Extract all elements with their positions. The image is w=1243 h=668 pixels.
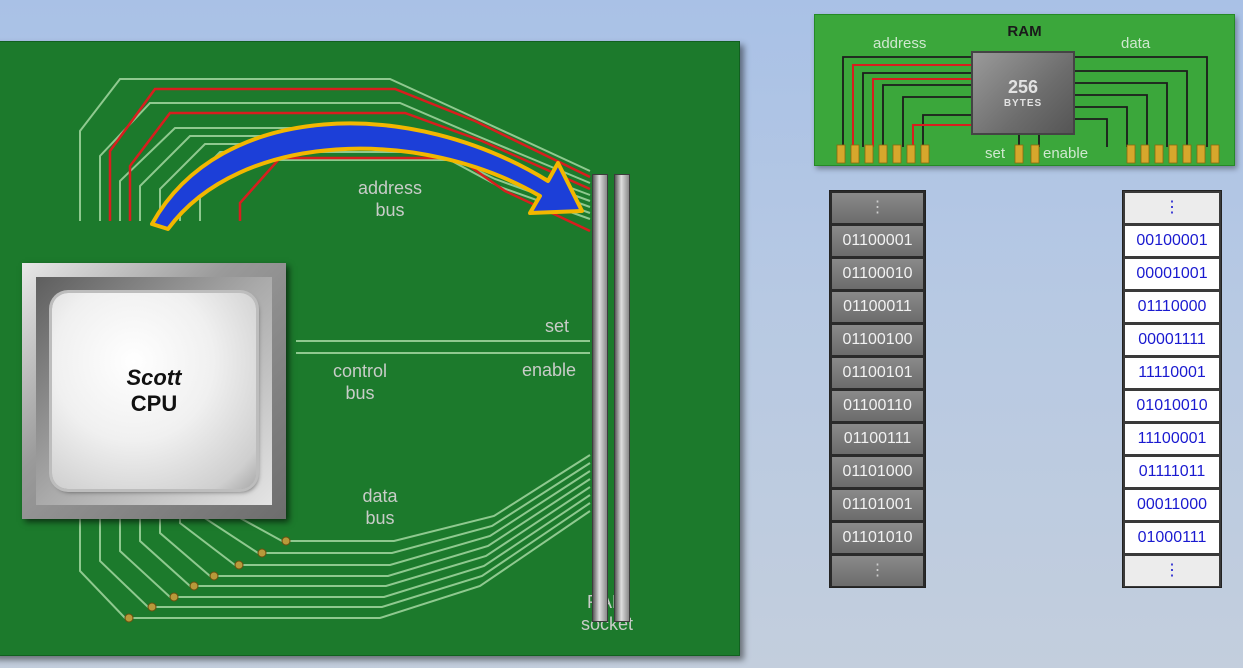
ram-title: RAM [1007,23,1042,40]
trace-pad [209,571,219,581]
trace-pad [124,613,134,623]
data-cell: 11110001 [1125,357,1219,388]
cpu-chip: Scott CPU [22,263,286,519]
address-cell: 01100111 [832,423,923,454]
data-cell: 01111011 [1125,456,1219,487]
active-address-line [238,156,591,233]
data-cell: 11100001 [1125,423,1219,454]
enable-label: enable [522,360,577,380]
data-line [139,478,591,587]
ram-data-label: data [1121,35,1151,52]
data-column: ⋮ 00100001 00001001 01110000 00001111 11… [1122,190,1222,588]
data-cell: 00100001 [1125,225,1219,256]
address-cell-ellipsis: ⋮ [832,192,923,223]
address-cell: 01101000 [832,456,923,487]
data-cell: 00001001 [1125,258,1219,289]
data-line [119,478,591,598]
ram-capacity: 256 [1007,77,1039,97]
ram-address-label: address [873,35,927,52]
trace-pad [147,602,157,612]
ram-unit: BYTES [1003,98,1043,109]
data-line [99,478,591,608]
address-cell: 01100001 [832,225,923,256]
trace-pad [257,548,267,558]
address-line [99,102,591,221]
data-cell-ellipsis: ⋮ [1125,555,1219,586]
trace-pad [234,560,244,570]
data-cell: 00001111 [1125,324,1219,355]
address-cell: 01100110 [832,390,923,421]
data-line [79,478,591,619]
address-column: ⋮ 01100001 01100010 01100011 01100100 01… [829,190,926,588]
address-cell: 01100010 [832,258,923,289]
data-cell: 01110000 [1125,291,1219,322]
address-line [199,159,591,221]
ram-socket-slot-left [592,174,608,622]
trace-pad [169,592,179,602]
address-cell: 01100011 [832,291,923,322]
ram-enable-label: enable [1043,145,1089,162]
bus-traces [79,78,591,623]
address-cell-ellipsis: ⋮ [832,555,923,586]
trace-pad [189,581,199,591]
address-flow-arrow [150,121,584,231]
ram-module-traces [836,56,1220,164]
cpu-label: CPU [130,391,178,416]
cpu-chip-face: Scott CPU [52,293,256,489]
data-cell: 01000111 [1125,522,1219,553]
active-address-line [128,111,591,221]
data-line [159,478,591,577]
data-cell: 01010010 [1125,390,1219,421]
data-cell-ellipsis: ⋮ [1125,192,1219,223]
ram-chip: 256 BYTES [973,53,1073,133]
trace-pad [281,536,291,546]
address-cell: 01101001 [832,489,923,520]
cpu-brand: Scott [126,365,182,390]
address-cell: 01100101 [832,357,923,388]
address-line [79,78,591,221]
address-cell: 01101010 [832,522,923,553]
address-cell: 01100100 [832,324,923,355]
data-cell: 00011000 [1125,489,1219,520]
ram-set-label: set [985,145,1006,162]
set-label: set [545,316,570,336]
ram-socket-slot-right [614,174,630,622]
ram-module: RAM address data set enable 256 BYTES [814,14,1235,166]
active-address-line [108,87,591,221]
